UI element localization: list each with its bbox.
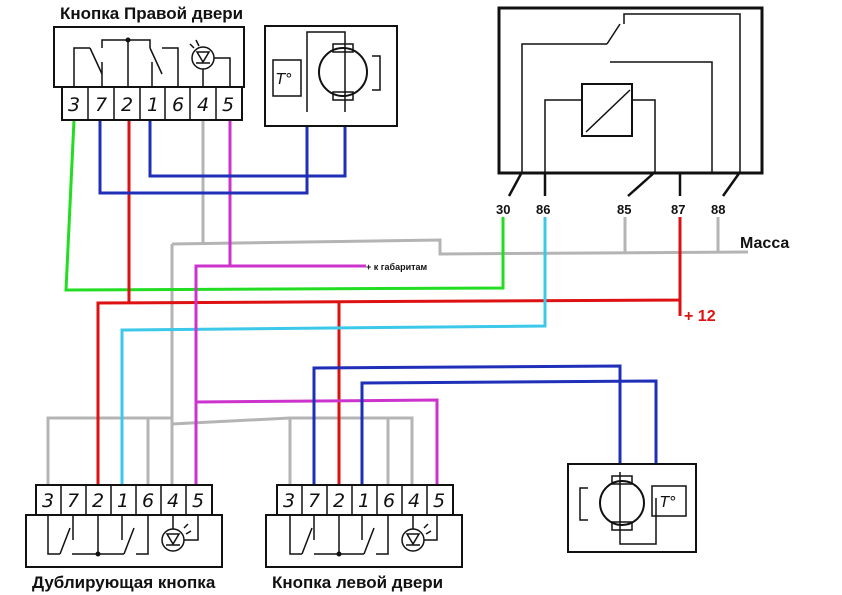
magenta-left — [195, 398, 439, 485]
right-pin-3: 3 — [68, 94, 80, 116]
right-door-button-title: Кнопка Правой двери — [60, 4, 243, 23]
relay-pin-88: 88 — [711, 202, 725, 217]
dup-pin-4: 4 — [167, 490, 179, 512]
top-motor-unit: T° — [264, 25, 398, 127]
bottom-motor-unit: T° — [567, 463, 697, 553]
right-pin-2: 2 — [121, 94, 133, 116]
bottom-motor-icon — [599, 480, 645, 526]
left-pin-3: 3 — [283, 490, 295, 512]
left-button-pin-strip — [276, 484, 454, 516]
relay-housing — [497, 6, 764, 175]
ground-bus-wire — [171, 238, 749, 256]
dup-pin-2: 2 — [92, 490, 104, 512]
dup-pin-6: 6 — [142, 490, 154, 512]
marker-lights-label: + к габаритам — [366, 262, 428, 272]
left-pin-2: 2 — [333, 490, 345, 512]
magenta-main — [194, 264, 230, 485]
dup-pin-3: 3 — [42, 490, 54, 512]
top-motor-icon — [318, 47, 368, 97]
blue-top-motor-a — [98, 112, 309, 195]
left-button-body — [265, 514, 463, 568]
duplicate-button-body — [25, 514, 223, 568]
right-pin-6: 6 — [172, 94, 184, 116]
top-motor-housing — [264, 25, 398, 127]
duplicate-button-title: Дублирующая кнопка — [32, 573, 216, 592]
dup-pin-1: 1 — [117, 490, 129, 512]
right-door-button: 3 7 2 1 6 4 5 — [53, 26, 245, 121]
dup-pin-7: 7 — [67, 490, 79, 512]
bottom-thermal-label: T° — [660, 493, 677, 511]
right-pin-4: 4 — [197, 94, 209, 116]
left-pin-7: 7 — [308, 490, 320, 512]
plus12-label: + 12 — [684, 308, 716, 325]
duplicate-button: 3 7 2 1 6 4 5 — [25, 484, 223, 568]
ground-dup-bus — [46, 416, 172, 485]
top-thermal-label: T° — [276, 70, 293, 88]
right-pin-5: 5 — [222, 94, 234, 116]
bottom-thermal-switch — [651, 485, 687, 517]
blue-top-motor-b — [148, 112, 347, 178]
left-door-button-title: Кнопка левой двери — [272, 573, 443, 592]
right-button-body — [53, 26, 245, 88]
top-thermal-switch — [272, 59, 302, 97]
relay-pin-30: 30 — [496, 202, 510, 217]
relay-coil — [581, 83, 633, 137]
relay-pin-86: 86 — [536, 202, 550, 217]
relay: 30 86 85 87 88 — [496, 6, 764, 217]
blue-bottom-motor-b — [360, 379, 658, 498]
duplicate-button-pin-strip — [35, 484, 213, 516]
cyan-wire — [120, 217, 547, 485]
dup-pin-5: 5 — [192, 490, 204, 512]
ground-left-bus — [171, 416, 414, 485]
left-pin-5: 5 — [433, 490, 445, 512]
right-button-pin-strip — [61, 86, 243, 121]
right-pin-1: 1 — [147, 94, 159, 116]
relay-pin-85: 85 — [617, 202, 631, 217]
left-door-button: 3 7 2 1 6 4 5 — [265, 484, 463, 568]
left-pin-1: 1 — [358, 490, 370, 512]
relay-pin-87: 87 — [671, 202, 685, 217]
wires — [46, 112, 749, 498]
blue-bottom-motor-a — [312, 364, 622, 485]
left-pin-6: 6 — [383, 490, 395, 512]
right-pin-7: 7 — [95, 94, 107, 116]
green-wire — [64, 119, 505, 292]
left-pin-4: 4 — [408, 490, 420, 512]
red-plus12-bus — [96, 217, 682, 485]
ground-label: Масса — [740, 235, 789, 252]
